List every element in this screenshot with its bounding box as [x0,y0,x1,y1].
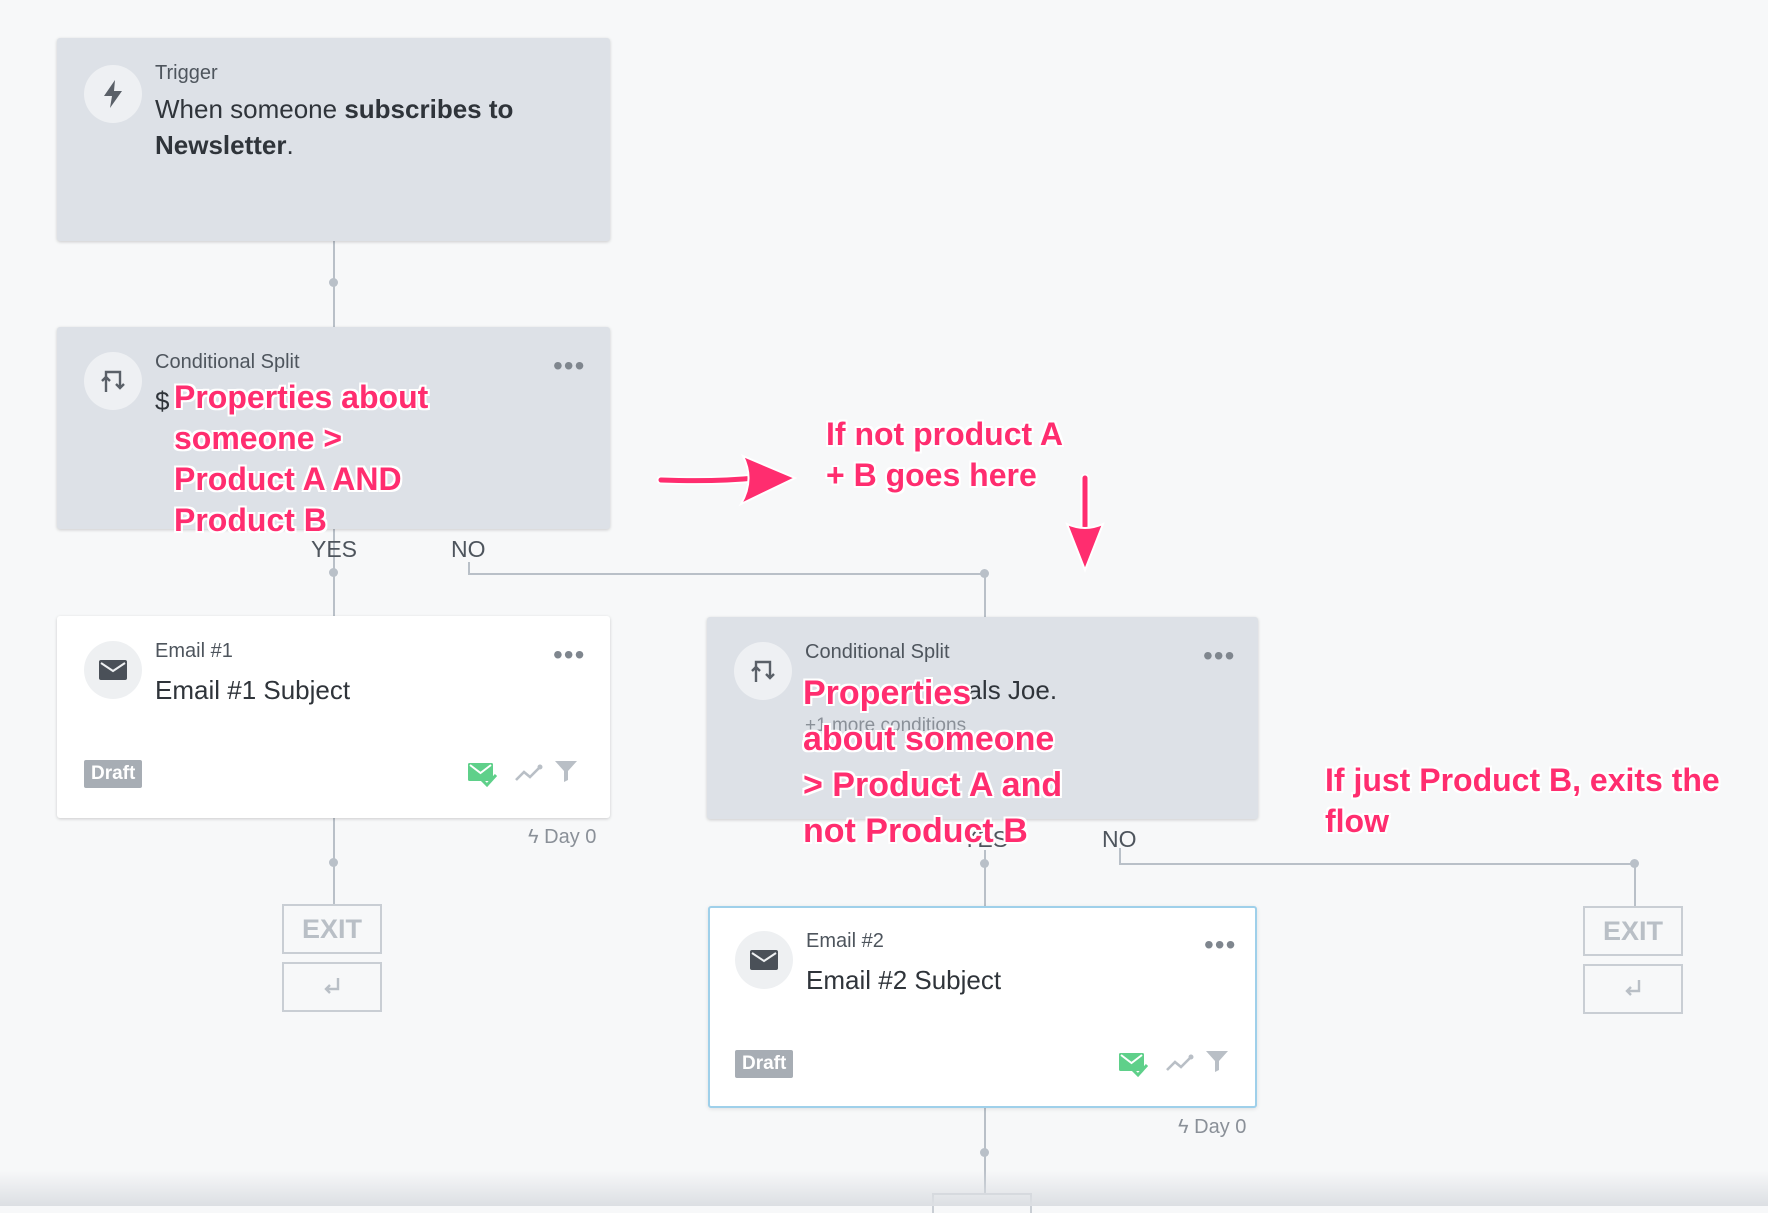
email1-label: Email #1 [155,640,233,662]
annotation-line: If just Product B, exits the [1325,762,1720,798]
annotation-split1: Properties about someone > Product A AND… [174,377,428,541]
return-button-2[interactable] [1583,964,1683,1014]
split2-condition: uals Joe. [953,675,1058,705]
connector-split2-no-down [1634,863,1636,908]
split2-yes-label: YES [962,826,1009,852]
connector-split1-no-vertical [468,562,470,574]
split2-menu-button[interactable]: ••• [1203,640,1236,671]
email-card-2[interactable]: Email #2 Email #2 Subject ••• Draft [708,906,1257,1108]
annotation-split2: Properties about someone > Product A and… [803,670,1062,854]
annotation-line: > Product A and [803,766,1063,804]
exit-button-1[interactable]: EXIT [282,904,382,954]
email1-delay-info: ϟ Day 0 [528,826,596,849]
email1-status-badge: Draft [84,760,143,788]
annotation-line: Product A AND [174,461,402,497]
annotation-line: If not product A [826,416,1063,452]
split2-no-label: NO [1102,826,1137,852]
split2-label: Conditional Split [805,641,950,663]
split1-menu-button[interactable]: ••• [553,350,586,381]
email2-status-badge: Draft [735,1050,794,1078]
annotation-no-path: If not product A + B goes here [826,414,1063,496]
return-arrow-icon [324,978,340,994]
annotation-arrow-right [656,454,798,507]
trigger-label: Trigger [155,62,218,84]
envelope-icon [99,660,127,680]
connector-split2-no-horizontal [1119,863,1635,865]
connector-split1-no-down [984,573,986,618]
split2-more-conditions: +1 more conditions [805,715,967,736]
email2-label: Email #2 [806,930,884,952]
annotation-line: not Product B [803,812,1028,850]
return-arrow-icon [1625,980,1641,996]
trigger-text-prefix: When someone [155,94,345,124]
email1-menu-button[interactable]: ••• [553,639,586,670]
connector-split2-no-vertical [1119,848,1121,864]
email2-delay-info: ϟ Day 0 [1178,1116,1246,1139]
trigger-card[interactable]: Trigger When someone subscribes to Newsl… [57,38,610,241]
connector-dot [980,859,989,868]
filter-icon[interactable] [1205,1049,1229,1073]
trigger-icon-circle [84,65,142,123]
annotation-line: someone > [174,420,343,456]
envelope-icon [750,950,778,970]
connector-dot [980,1148,989,1157]
connector-dot [329,278,338,287]
connector-dot [329,568,338,577]
trigger-text-suffix: . [286,130,294,160]
split1-yes-label: YES [311,536,358,562]
connector-email2-next [984,1108,986,1206]
email2-menu-button[interactable]: ••• [1204,929,1237,960]
trend-icon[interactable] [1165,1054,1195,1074]
annotation-exit: If just Product B, exits the flow [1325,760,1720,842]
email2-icon-circle [735,931,793,989]
email1-icon-circle [84,641,142,699]
annotation-arrow-down [1065,474,1105,573]
split1-condition: $ [155,386,170,416]
split-icon-circle [84,352,142,410]
email2-day-label: Day 0 [1194,1116,1247,1138]
annotation-line: flow [1325,803,1389,839]
conditional-split-card-2[interactable]: Conditional Split uals Joe. +1 more cond… [707,617,1258,819]
annotation-line: about someone [803,720,1055,758]
conditional-split-card-1[interactable]: Conditional Split $ ••• [57,327,610,529]
filter-icon[interactable] [554,759,578,783]
email1-subject: Email #1 Subject [155,675,351,705]
split-icon [101,370,125,392]
connector-dot [329,858,338,867]
annotation-line: Properties about [174,379,429,415]
trigger-text-bold: subscribes to Newsletter [155,94,514,160]
split1-label: Conditional Split [155,351,300,373]
bottom-scroll-fade [0,1170,1768,1206]
trend-icon[interactable] [514,764,544,784]
bolt-icon [104,80,122,108]
check-envelope-icon[interactable] [1118,1050,1148,1078]
bolt-small-icon: ϟ [528,826,539,848]
exit-button-2[interactable]: EXIT [1583,906,1683,956]
connector-split2-yes [984,850,986,908]
annotation-line: Properties [803,674,972,712]
return-button-1[interactable] [282,962,382,1012]
annotation-line: + B goes here [826,457,1037,493]
email1-day-label: Day 0 [544,826,597,848]
email-card-1[interactable]: Email #1 Email #1 Subject ••• Draft [57,616,610,818]
trigger-description: When someone subscribes to Newsletter. [155,91,575,163]
split2-icon-circle [734,642,792,700]
bolt-small-icon: ϟ [1178,1116,1189,1138]
split-icon [751,660,775,682]
connector-split1-no-horizontal [468,573,986,575]
split1-no-label: NO [451,536,486,562]
annotation-line: Product B [174,502,327,538]
check-envelope-icon[interactable] [467,760,497,788]
email2-subject: Email #2 Subject [806,965,1002,995]
